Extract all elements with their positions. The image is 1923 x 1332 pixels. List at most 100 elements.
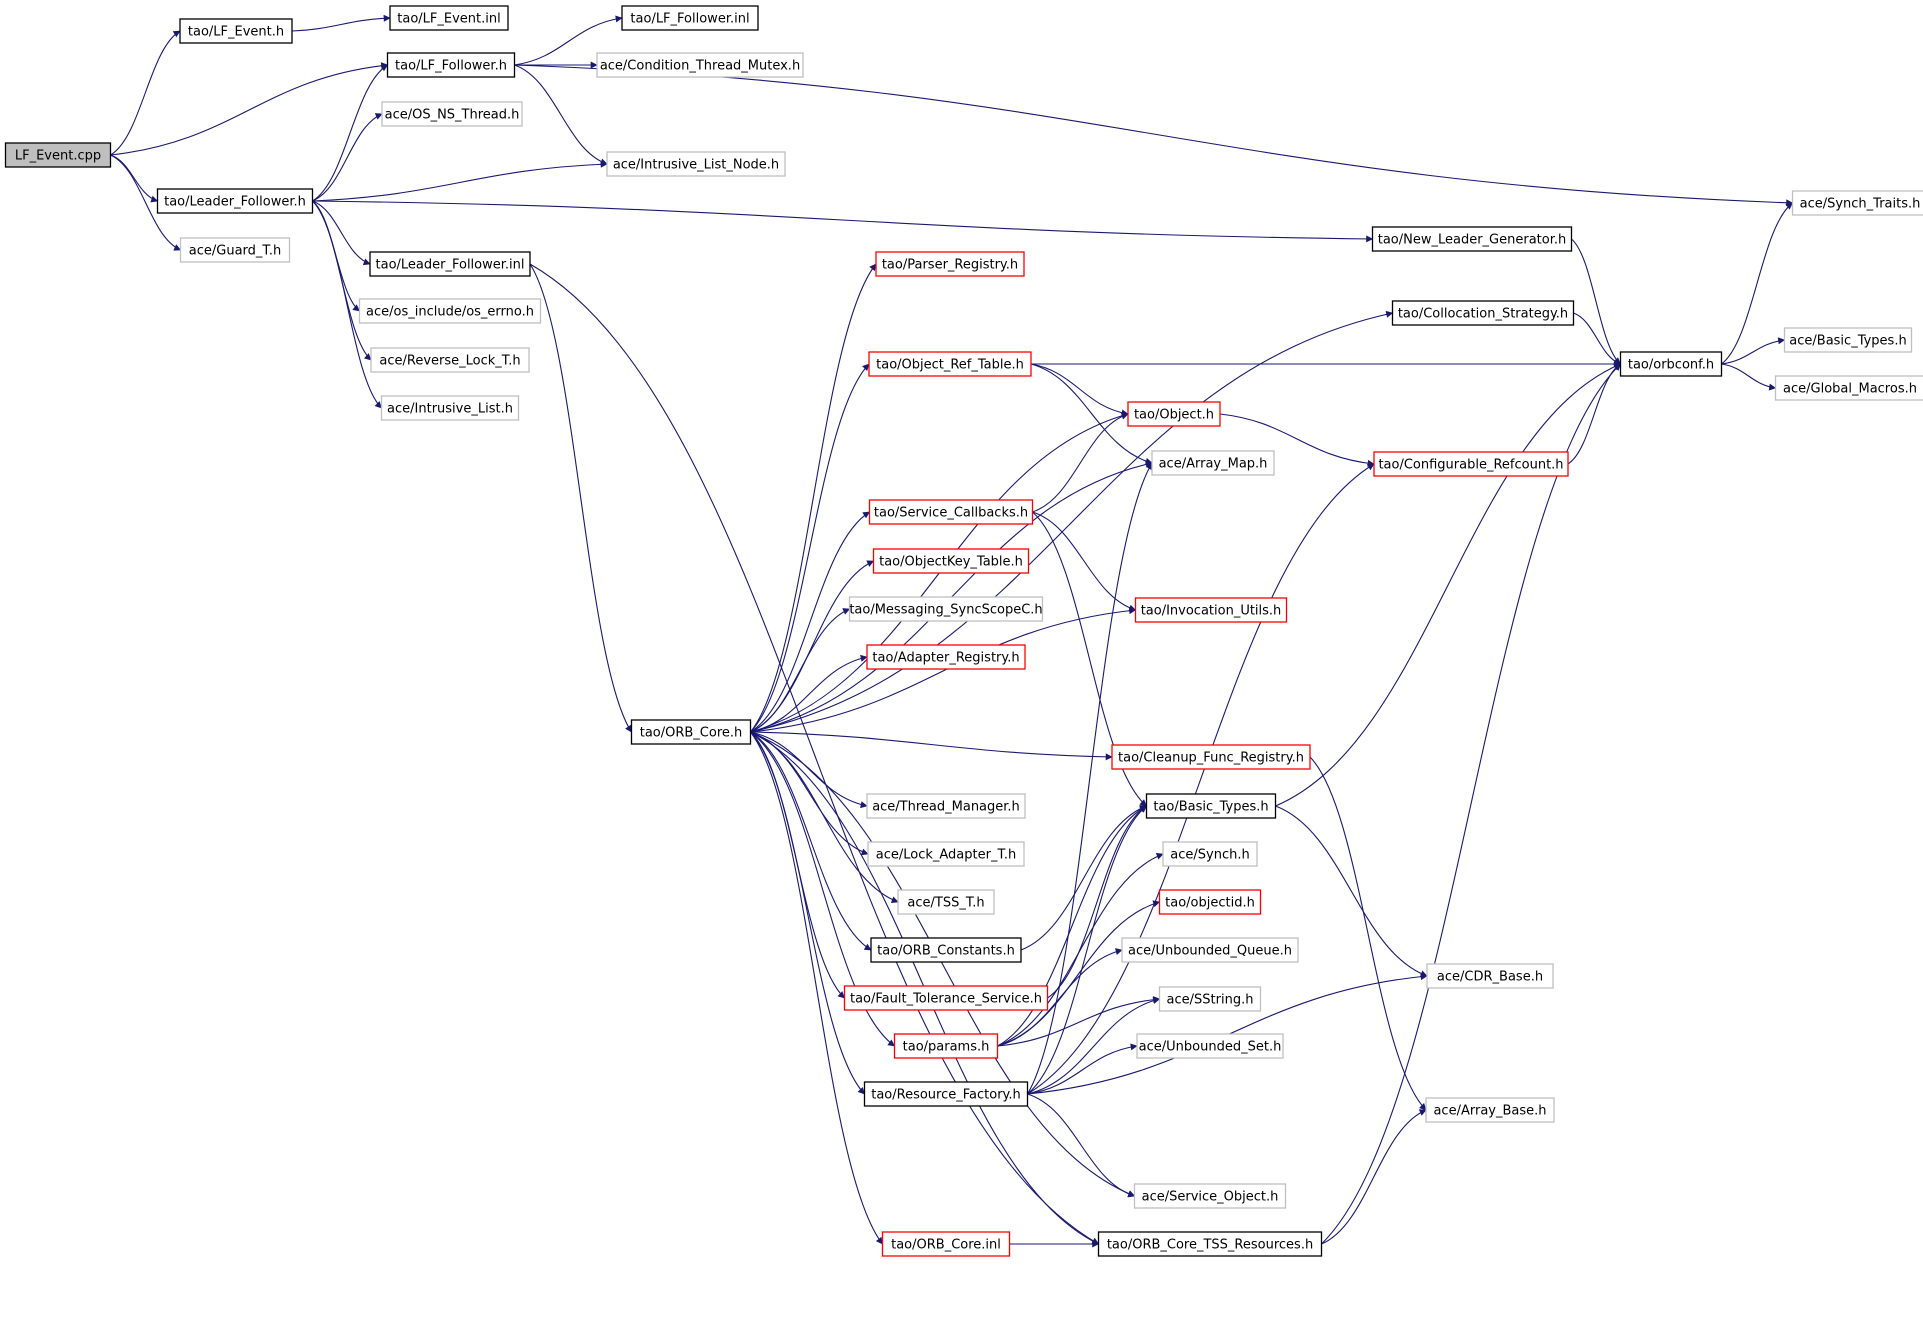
node-label: tao/Cleanup_Func_Registry.h [1118, 751, 1304, 766]
edge-tao_object_ref_table_h-to-ace_array_map_h [1030, 363, 1153, 465]
node-tao-resource-factory-h[interactable]: tao/Resource_Factory.h [863, 1081, 1029, 1107]
node-label: tao/orbconf.h [1628, 358, 1714, 373]
edge-tao_orb_core_h-to-tao_cleanup_func_registry_h [750, 731, 1113, 761]
node-label: ace/Array_Base.h [1433, 1104, 1546, 1119]
node-box [1158, 889, 1262, 915]
node-label: tao/LF_Event.h [188, 25, 284, 40]
node-label: ace/os_include/os_errno.h [366, 305, 534, 320]
node-tao-objectkey-table-h[interactable]: tao/ObjectKey_Table.h [872, 548, 1030, 574]
node-box [1783, 327, 1913, 353]
node-ace-lock-adapter-t-h: ace/Lock_Adapter_T.h [867, 841, 1025, 867]
node-tao-lf-follower-h[interactable]: tao/LF_Follower.h [386, 52, 516, 78]
node-box [868, 499, 1034, 525]
node-tao-lf-event-h[interactable]: tao/LF_Event.h [179, 18, 293, 44]
node-tao-object-h[interactable]: tao/Object.h [1127, 401, 1221, 427]
node-tao-objectid-h[interactable]: tao/objectid.h [1158, 889, 1262, 915]
node-box [843, 985, 1049, 1011]
node-box [1373, 451, 1569, 477]
node-box [179, 237, 291, 263]
node-tao-cleanup-func-registry-h[interactable]: tao/Cleanup_Func_Registry.h [1111, 744, 1311, 770]
node-tao-lf-event-inl[interactable]: tao/LF_Event.inl [389, 5, 509, 31]
node-label: ace/Unbounded_Queue.h [1128, 944, 1292, 959]
node-label: ace/SString.h [1167, 993, 1254, 1008]
edge-lf_event_cpp-to-ace_guard_t_h [110, 154, 182, 251]
node-box [380, 395, 520, 421]
node-box [1133, 1183, 1287, 1209]
node-box [1151, 450, 1275, 476]
edge-tao_fault_tolerance_service_h-to-tao_basic_types_h [1047, 805, 1148, 999]
edge-tao_orb_core_tss_resources_h-to-ace_array_base_h [1321, 1109, 1427, 1245]
node-ace-tss-t-h: ace/TSS_T.h [897, 889, 995, 915]
node-tao-leader-follower-inl[interactable]: tao/Leader_Follower.inl [369, 251, 531, 277]
edge-tao_service_callbacks_h-to-tao_basic_types_h [1032, 511, 1148, 807]
node-box [1391, 300, 1575, 326]
node-label: ace/Reverse_Lock_T.h [379, 354, 520, 369]
node-ace-guard-t-h: ace/Guard_T.h [179, 237, 291, 263]
node-label: tao/Basic_Types.h [1153, 800, 1268, 815]
edge-tao_orb_core_h-to-tao_objectkey_table_h [750, 560, 875, 733]
node-box [630, 719, 752, 745]
node-tao-orb-core-inl[interactable]: tao/ORB_Core.inl [881, 1231, 1011, 1257]
node-box [867, 841, 1025, 867]
node-tao-parser-registry-h[interactable]: tao/Parser_Registry.h [875, 251, 1025, 277]
edge-tao_resource_factory_h-to-ace_sstring_h [1027, 997, 1161, 1095]
node-label: ace/Service_Object.h [1142, 1190, 1279, 1205]
node-tao-collocation-strategy-h[interactable]: tao/Collocation_Strategy.h [1391, 300, 1575, 326]
edges-layer [110, 14, 1794, 1248]
node-box [863, 1081, 1029, 1107]
edge-tao_leader_follower_h-to-tao_leader_follower_inl [312, 200, 371, 266]
node-tao-adapter-registry-h[interactable]: tao/Adapter_Registry.h [866, 644, 1026, 670]
node-ace-condition-thread-mutex-h: ace/Condition_Thread_Mutex.h [596, 52, 804, 78]
node-label: tao/Fault_Tolerance_Service.h [850, 992, 1042, 1007]
edge-tao_orb_core_h-to-tao_service_callbacks_h [750, 511, 871, 733]
node-tao-new-leader-generator-h[interactable]: tao/New_Leader_Generator.h [1371, 226, 1573, 252]
edge-tao_resource_factory_h-to-ace_service_object_h [1027, 1093, 1136, 1198]
node-tao-invocation-utils-h[interactable]: tao/Invocation_Utils.h [1134, 597, 1288, 623]
node-tao-configurable-refcount-h[interactable]: tao/Configurable_Refcount.h [1373, 451, 1569, 477]
node-tao-basic-types-h[interactable]: tao/Basic_Types.h [1145, 793, 1277, 819]
node-ace-unbounded-queue-h: ace/Unbounded_Queue.h [1121, 937, 1299, 963]
edge-tao_configurable_refcount_h-to-tao_orbconf_h [1567, 363, 1622, 465]
edge-tao_orb_core_h-to-tao_orb_core_inl [750, 731, 883, 1245]
node-box [866, 793, 1026, 819]
edge-tao_params_h-to-ace_unbounded_queue_h [997, 948, 1123, 1047]
edge-tao_orb_core_h-to-tao_messaging_syncscopec_h [750, 608, 851, 733]
node-label: ace/Thread_Manager.h [872, 800, 1020, 815]
node-box [893, 1033, 999, 1059]
node-tao-object-ref-table-h[interactable]: tao/Object_Ref_Table.h [868, 351, 1032, 377]
node-box [897, 889, 995, 915]
edge-tao_leader_follower_h-to-tao_new_leader_generator_h [312, 200, 1374, 243]
node-ace-synch-traits-h: ace/Synch_Traits.h [1791, 190, 1923, 216]
node-tao-orb-core-tss-resources-h[interactable]: tao/ORB_Core_TSS_Resources.h [1097, 1231, 1323, 1257]
node-tao-lf-follower-inl[interactable]: tao/LF_Follower.inl [621, 5, 759, 31]
edge-tao_lf_follower_h-to-ace_intrusive_list_node_h [514, 64, 608, 166]
node-box [179, 18, 293, 44]
edge-tao_leader_follower_h-to-ace_intrusive_list_node_h [312, 160, 608, 202]
node-label: LF_Event.cpp [15, 149, 101, 164]
node-ace-synch-h: ace/Synch.h [1162, 841, 1258, 867]
edge-tao_new_leader_generator_h-to-tao_orbconf_h [1571, 238, 1622, 365]
node-label: ace/Unbounded_Set.h [1139, 1040, 1282, 1055]
node-lf-event-cpp[interactable]: LF_Event.cpp [4, 142, 112, 168]
node-box [1791, 190, 1923, 216]
node-tao-orb-core-h[interactable]: tao/ORB_Core.h [630, 719, 752, 745]
node-tao-fault-tolerance-service-h[interactable]: tao/Fault_Tolerance_Service.h [843, 985, 1049, 1011]
node-ace-intrusive-list-h: ace/Intrusive_List.h [380, 395, 520, 421]
node-box [1619, 351, 1723, 377]
node-box [1426, 963, 1554, 989]
node-tao-orb-constants-h[interactable]: tao/ORB_Constants.h [870, 937, 1022, 963]
node-tao-params-h[interactable]: tao/params.h [893, 1033, 999, 1059]
node-box [1774, 375, 1923, 401]
node-label: ace/Intrusive_List_Node.h [613, 158, 779, 173]
node-tao-leader-follower-h[interactable]: tao/Leader_Follower.h [156, 188, 314, 214]
edge-tao_resource_factory_h-to-tao_basic_types_h [1027, 805, 1148, 1095]
node-label: ace/Array_Map.h [1159, 457, 1268, 472]
node-box [381, 101, 523, 127]
edge-tao_orb_core_h-to-tao_orb_constants_h [750, 731, 872, 951]
edge-tao_cleanup_func_registry_h-to-ace_array_base_h [1309, 756, 1427, 1111]
node-box [606, 151, 786, 177]
edge-tao_orb_core_h-to-tao_params_h [750, 731, 896, 1047]
node-tao-service-callbacks-h[interactable]: tao/Service_Callbacks.h [868, 499, 1034, 525]
node-tao-orbconf-h[interactable]: tao/orbconf.h [1619, 351, 1723, 377]
